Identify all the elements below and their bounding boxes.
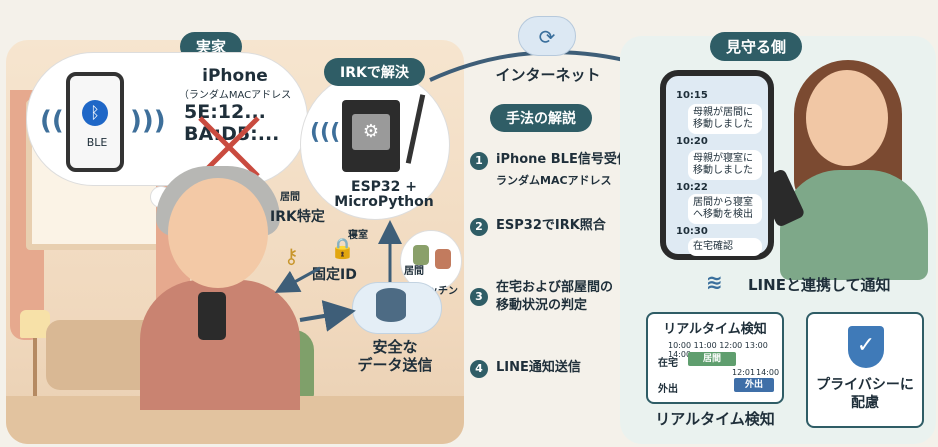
realtime-title: リアルタイム検知: [663, 322, 767, 337]
bar-out: 外出: [734, 378, 774, 392]
row-out-label: 外出: [658, 384, 678, 395]
step-text: LINE通知送信: [496, 360, 581, 375]
lamp: [20, 310, 50, 338]
step-text: iPhone BLE信号受信: [496, 152, 630, 167]
privacy-label-line-1: プライバシーに: [816, 377, 914, 393]
signal-waves-right: ))): [130, 106, 166, 136]
secure-label-line-1: 安全な: [372, 338, 418, 356]
chat-time: 10:22: [676, 182, 708, 193]
chip-icon: ⚙: [352, 114, 390, 150]
step-text: 在宅および部屋間の: [496, 280, 614, 295]
notify-waves-icon: ≋: [706, 270, 723, 294]
room-bedroom-label: 寝室: [348, 230, 368, 241]
method-pill: 手法の解説: [490, 104, 592, 132]
shield-check-icon: ✓: [848, 326, 884, 368]
database-icon: [376, 288, 406, 322]
room-living-label: 居間: [280, 192, 300, 203]
row-home-label: 在宅: [658, 358, 678, 369]
line-notify-label: LINEと連携して通知: [748, 276, 891, 294]
chat-time: 10:30: [676, 226, 708, 237]
mac-line-1: 5E:12...: [184, 101, 266, 123]
step-number: 2: [470, 218, 488, 236]
bar-home: 居間: [688, 352, 736, 366]
esp32-label: ESP32 + MicroPython: [326, 180, 442, 210]
phone-chat: 10:15 母親が居間に移動しました 10:20 母親が寝室に移動しました 10…: [660, 70, 774, 260]
privacy-label: プライバシーに 配慮: [808, 376, 922, 412]
secure-label-line-2: データ送信: [357, 356, 433, 374]
esp32-label-line-1: ESP32 +: [351, 179, 417, 195]
key-icon: ⚷: [284, 244, 299, 268]
watch-title: 見守る側: [710, 32, 803, 61]
secure-transfer-label: 安全な データ送信: [340, 338, 450, 374]
bluetooth-icon: ᛒ: [82, 100, 108, 126]
esp-waves: (((: [310, 120, 341, 145]
esp32-board: ⚙: [342, 100, 400, 172]
step-text: ESP32でIRK照合: [496, 218, 606, 233]
kitchen-label: キッチン: [418, 286, 458, 297]
chat-time: 10:20: [676, 136, 708, 147]
room-living-label-2: 居間: [404, 266, 424, 277]
grandma-phone: [198, 292, 226, 340]
step-subtext: 移動状況の判定: [496, 298, 588, 313]
time-2: 14:00: [756, 368, 780, 377]
chat-time: 10:15: [676, 90, 708, 101]
phone-mini: ᛒ BLE: [66, 72, 124, 172]
chat-message: 居間から寝室へ移動を検出: [688, 194, 762, 224]
chat-message: 母親が居間に移動しました: [688, 104, 762, 134]
time-1: 12:01: [732, 368, 756, 377]
woman-body: [780, 170, 928, 280]
woman-face: [806, 70, 888, 166]
irk-specific-label: IRK特定: [270, 209, 325, 225]
realtime-hours: 10:00 11:00 12:00 13:00 14:00: [668, 341, 768, 359]
sync-icon: ⟳: [518, 16, 576, 56]
grandma-face: [168, 178, 268, 288]
lock-icon: 🔒: [330, 236, 355, 260]
privacy-box: ✓ プライバシーに 配慮: [806, 312, 924, 428]
kitchen-circle: [400, 230, 462, 292]
lamp-pole: [33, 338, 37, 398]
realtime-caption: リアルタイム検知: [655, 410, 775, 428]
fixed-id-label: 固定ID: [312, 267, 357, 283]
mac-subtitle: （ランダムMACアドレス: [178, 90, 292, 101]
ble-label: BLE: [86, 136, 108, 149]
step-number: 3: [470, 288, 488, 306]
step-number: 4: [470, 360, 488, 378]
esp32-label-line-2: MicroPython: [334, 194, 434, 210]
mac-title: iPhone: [202, 66, 268, 86]
internet-label: インターネット: [495, 66, 601, 84]
realtime-box: リアルタイム検知 10:00 11:00 12:00 13:00 14:00 在…: [646, 312, 784, 404]
irk-pill: IRKで解決: [324, 58, 425, 86]
chat-message: 在宅確認: [688, 238, 762, 256]
room-icon: [413, 245, 429, 265]
step-number: 1: [470, 152, 488, 170]
person-icon: [435, 249, 451, 269]
chat-message: 母親が寝室に移動しました: [688, 150, 762, 180]
step-subtext: ランダムMACアドレス: [496, 174, 612, 187]
privacy-label-line-2: 配慮: [851, 395, 879, 411]
